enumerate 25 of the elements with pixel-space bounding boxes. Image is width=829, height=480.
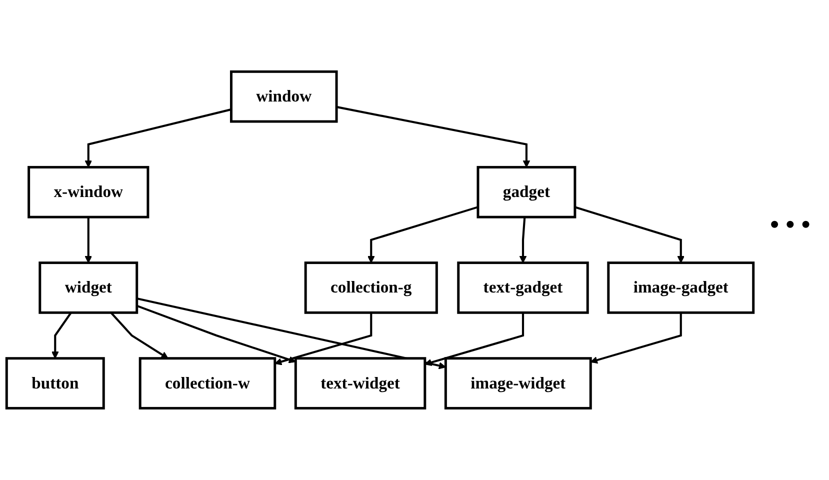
node-box: x-window [28, 166, 150, 218]
node-box: window [230, 70, 338, 123]
node-box: text-widget [294, 357, 426, 410]
arrow [367, 206, 478, 264]
arrow [136, 298, 446, 370]
node-box: collection-w [138, 357, 276, 410]
arrow [274, 312, 372, 366]
arrow [84, 217, 92, 264]
arrow [590, 312, 682, 364]
node-box: widget [38, 262, 138, 314]
node-box: image-widget [444, 357, 592, 410]
arrow [51, 312, 72, 359]
ellipsis-mark: • • • [770, 210, 812, 240]
arrow [110, 312, 168, 359]
node-box: text-gadget [457, 262, 589, 314]
node-box: button [5, 357, 105, 410]
arrow [84, 108, 232, 168]
arrow [424, 312, 524, 366]
node-box: gadget [476, 166, 576, 218]
arrow [519, 217, 527, 264]
node-box: collection-g [304, 262, 438, 314]
arrow [574, 206, 685, 264]
arrow [336, 106, 530, 168]
arrow [136, 304, 296, 364]
node-box: image-gadget [607, 262, 755, 314]
